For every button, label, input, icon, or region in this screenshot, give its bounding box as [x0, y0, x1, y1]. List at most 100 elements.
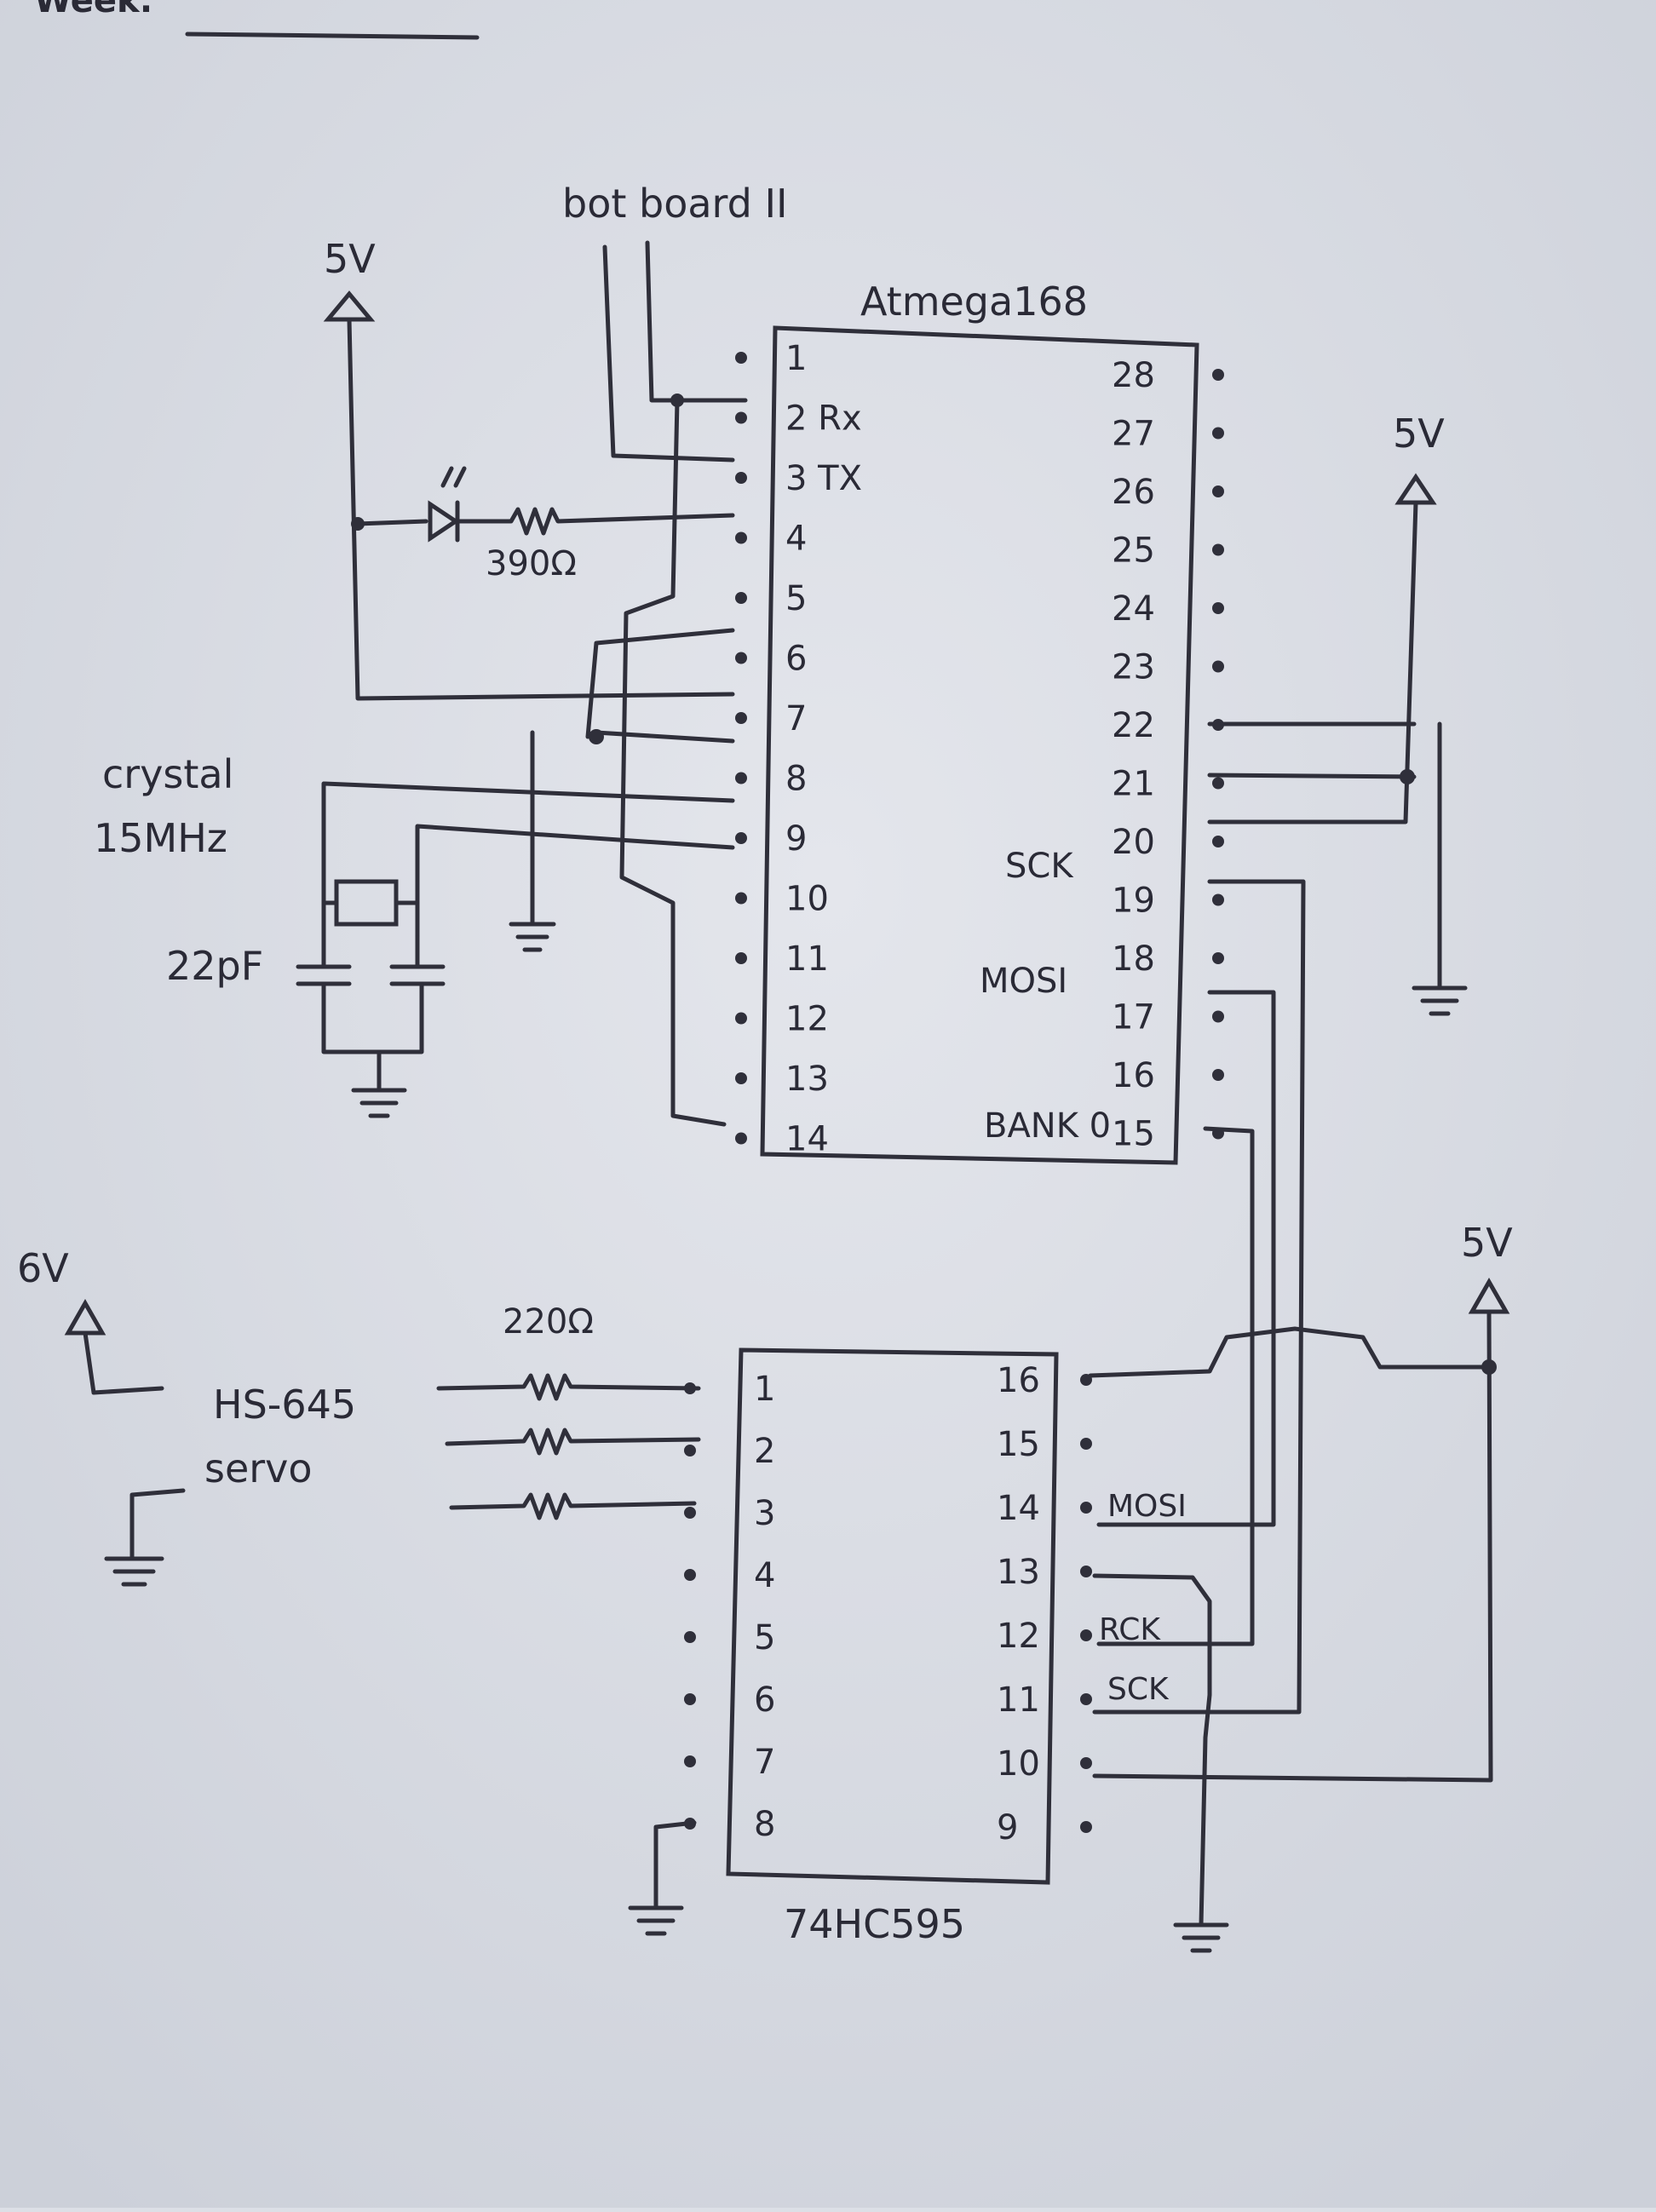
- mcu-left-pin-dot: [735, 472, 747, 484]
- mcu-left-pin-dot: [735, 832, 747, 844]
- vcc-to-pin20-wire: [1207, 500, 1418, 824]
- cap-ground-bus: [321, 981, 424, 1054]
- mcu-right-pin-label: 18: [1112, 939, 1155, 979]
- led-resistor-label: 390Ω: [486, 544, 577, 583]
- mcu-left-pin-dot: [735, 1132, 747, 1145]
- sr-label-rck: RCK: [1099, 1612, 1161, 1647]
- sr-left-pin-label: 7: [754, 1743, 775, 1782]
- mcu-left-pin-label: 3 TX: [785, 459, 862, 498]
- mcu-left-pin-label: 5: [785, 579, 807, 618]
- mcu-right-pin-label: 15: [1112, 1115, 1155, 1154]
- mcu-right-pin-label: 19: [1112, 882, 1155, 921]
- sr-left-pin-dot: [684, 1631, 696, 1643]
- sr-right-pin-label: 15: [997, 1425, 1040, 1464]
- sr-right-pin-dot: [1080, 1693, 1092, 1705]
- power-5v-sr-label: 5V: [1461, 1220, 1513, 1266]
- mcu-left-pin-label: 2 Rx: [785, 399, 862, 439]
- led-resistor: [455, 507, 735, 536]
- sr-left-pin-label: 4: [754, 1556, 775, 1595]
- mcu-right-pin-dot: [1212, 660, 1224, 673]
- week-label: Week:: [34, 0, 153, 20]
- mcu-label-mosi: MOSI: [980, 962, 1067, 1001]
- sr-left-pin-label: 5: [754, 1618, 775, 1658]
- mcu-left-pin-dot: [735, 712, 747, 724]
- mcu-left-pin-label: 1: [785, 339, 807, 378]
- sr-vcc-junction: [1481, 1359, 1497, 1375]
- mcu-left-pin-dot: [735, 352, 747, 364]
- mcu-right-pin-dot: [1212, 836, 1224, 847]
- sr-right-pin-label: 13: [997, 1553, 1040, 1592]
- mcu-left-pin-label: 9: [785, 819, 807, 859]
- sr-right-pin-label: 10: [997, 1744, 1040, 1784]
- mcu-right-pin-label: 16: [1112, 1056, 1155, 1095]
- power-5v-right-label: 5V: [1393, 411, 1445, 457]
- sr-right-pin-label: 14: [997, 1489, 1040, 1528]
- servo-resistor-3: [449, 1492, 697, 1520]
- sr-right-pin-label: 12: [997, 1617, 1040, 1656]
- mcu-right-pin-dot: [1212, 777, 1224, 790]
- power-5v-left-label: 5V: [324, 236, 376, 282]
- vcc-to-led-wire: [355, 519, 428, 526]
- mcu-right-pin-dot: [1212, 543, 1224, 556]
- mcu-left-pin-label: 12: [785, 1000, 829, 1039]
- mcu-left-pin-dot: [735, 892, 747, 905]
- mcu-right-pin-dot: [1212, 602, 1224, 614]
- led-circuit: 5V 390Ω: [323, 236, 735, 701]
- servo-resistor-label: 220Ω: [503, 1302, 594, 1342]
- vcc-junction: [351, 517, 365, 531]
- sr-left-pin-dot: [684, 1507, 696, 1519]
- mcu-label-sck: SCK: [1005, 847, 1074, 886]
- crystal-freq-label: 15MHz: [94, 815, 227, 861]
- servo-model-label: HS-645: [213, 1382, 356, 1428]
- sr-left-pin-label: 1: [754, 1370, 775, 1409]
- vcc-to-pin10-wire: [1092, 1309, 1493, 1783]
- pin14-loop-wire: [619, 398, 727, 1127]
- 74hc595-label: 74HC595: [784, 1901, 965, 1947]
- mcu-right-pin-label: 20: [1112, 823, 1155, 862]
- week-underline: [185, 32, 480, 40]
- pin8-ground-lead: [653, 1820, 697, 1910]
- 74hc595-body: [726, 1347, 1059, 1885]
- sr-left-pin-dot: [684, 1693, 696, 1705]
- mcu-left-pin-label: 7: [785, 699, 807, 738]
- ground-rail-junction: [1400, 769, 1415, 784]
- crystal-to-pin10-wire: [415, 824, 735, 939]
- atmega168-body: [760, 325, 1199, 1165]
- mcu-left-pin-label: 14: [785, 1120, 829, 1159]
- sr-right-pin-dot: [1080, 1438, 1092, 1450]
- led-ray-1: [440, 466, 454, 488]
- bot-board-label: bot board II: [562, 181, 788, 227]
- mcu-left-pin-dot: [735, 652, 747, 664]
- mcu-right-pin-label: 17: [1112, 998, 1155, 1037]
- mcu-left-pin-label: 10: [785, 880, 829, 919]
- mcu-left-pin-label: 11: [785, 939, 829, 979]
- sr-label-sck: SCK: [1107, 1672, 1170, 1707]
- sr-right-pin-label: 16: [997, 1361, 1040, 1400]
- sr-right-pin-dot: [1080, 1757, 1092, 1769]
- mcu-left-pin-dot: [735, 592, 747, 604]
- sr-left-pin-label: 3: [754, 1494, 775, 1533]
- pin6-wire: [585, 628, 735, 739]
- mcu-right-pin-label: 25: [1112, 531, 1155, 571]
- led-ray-2: [453, 466, 467, 488]
- sr-left-pin-dot: [684, 1755, 696, 1767]
- mcu-right-pin-dot: [1212, 893, 1224, 906]
- mcu-right-pin-label: 27: [1112, 415, 1155, 454]
- mcu-left-pin-dot: [735, 952, 747, 964]
- mcu-label-bank0: BANK 0: [984, 1106, 1111, 1146]
- sr-left-pin-label: 8: [754, 1805, 775, 1844]
- crystal-circuit: crystal 15MHz 22pF: [94, 628, 735, 1118]
- mcu-right-pin-label: 28: [1112, 356, 1155, 395]
- sr-left-pin-dot: [684, 1569, 696, 1581]
- mcu-left-pin-dot: [735, 1012, 747, 1025]
- tx-wire: [602, 244, 735, 463]
- mcu-right-pin-label: 22: [1112, 706, 1155, 745]
- pin8-junction: [589, 729, 604, 744]
- bot-board-connector: bot board II: [562, 181, 788, 1127]
